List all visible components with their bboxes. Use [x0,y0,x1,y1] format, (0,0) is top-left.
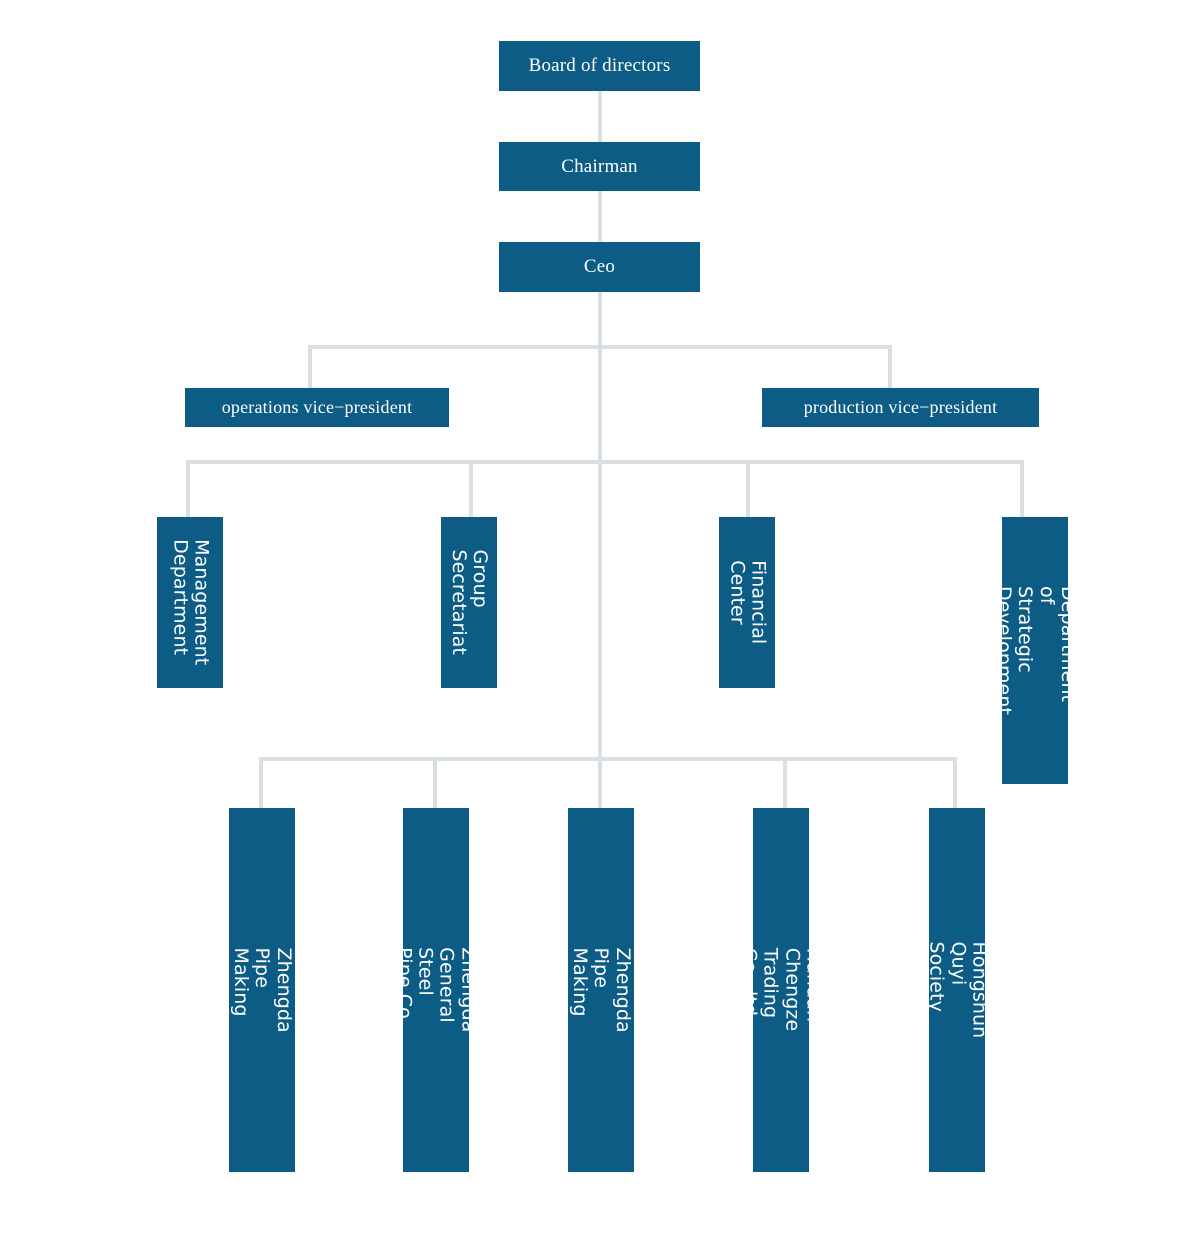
node-hongshun-quyi-society[interactable]: Hongshun Quyi Society [925,808,990,1172]
node-label: Department of Strategic Development [992,586,1079,716]
node-label: Chairman [561,155,638,177]
connector-board-to-chairman [598,91,602,143]
node-label: Handan Chengze Trading Co., ltd. [738,948,825,1032]
node-label-wrap: Handan Chengze Trading Co., ltd. [739,808,825,1172]
connector-drop-shanxi-zhengda [598,757,602,809]
node-label: Management Department [169,539,213,666]
node-management-department[interactable]: Management Department [157,517,223,688]
node-chairman[interactable]: Chairman [499,142,700,191]
node-operations-vice-president[interactable]: operations vice−president [185,388,449,427]
connector-subsidiary-bus [259,757,957,761]
node-label: Financial Center [726,560,770,645]
connector-drop-management-department [186,460,190,518]
node-label-wrap: Management Department [157,517,223,688]
connector-drop-hongshun-quyi [953,757,957,809]
node-label-wrap: Financial Center [719,517,775,688]
node-label: Ceo [583,256,616,278]
node-label: production vice−president [803,397,998,418]
node-label: Board of directors [528,55,671,77]
node-qianan-zhengda-general-steel-pipe[interactable]: Qian'an Zhengda General Steel Pipe Co., … [372,808,501,1172]
node-handan-chengze-trading[interactable]: Handan Chengze Trading Co., ltd. [739,808,825,1172]
node-label: Handan Zhengda Pipe Making Co., Ltd. [209,947,317,1033]
node-board-of-directors[interactable]: Board of directors [499,41,700,91]
node-label-wrap: Group Secretariat [441,517,497,688]
connector-drop-handan-chengze [783,757,787,809]
connector-ceo-trunk-to-dept-bus [598,345,602,464]
node-financial-center[interactable]: Financial Center [719,517,775,688]
connector-department-bus [186,460,1024,464]
node-production-vice-president[interactable]: production vice−president [762,388,1039,427]
node-label: Shanxi Zhengda Pipe Making Co., Ltd. [548,947,656,1033]
connector-drop-qianan-zhengda [433,757,437,809]
node-label-wrap: Qian'an Zhengda General Steel Pipe Co., … [372,808,500,1172]
connector-ceo-trunk [598,291,602,349]
connector-chairman-to-ceo [598,190,602,243]
node-label: operations vice−president [221,397,413,418]
node-label: Hongshun Quyi Society [925,941,990,1039]
connector-drop-handan-zhengda [259,757,263,809]
node-label: Qian'an Zhengda General Steel Pipe Co., … [372,947,501,1033]
node-ceo[interactable]: Ceo [499,242,700,292]
node-group-secretariat[interactable]: Group Secretariat [441,517,497,688]
connector-trunk-to-subsidiary-bus [598,460,602,760]
node-shanxi-zhengda-pipe-making[interactable]: Shanxi Zhengda Pipe Making Co., Ltd. [548,808,655,1172]
node-handan-zhengda-pipe-making[interactable]: Handan Zhengda Pipe Making Co., Ltd. [209,808,316,1172]
connector-drop-production-vp [888,345,892,388]
connector-drop-operations-vp [308,345,312,388]
connector-drop-group-secretariat [469,460,473,518]
node-label-wrap: Shanxi Zhengda Pipe Making Co., Ltd. [548,808,655,1172]
node-label-wrap: Handan Zhengda Pipe Making Co., Ltd. [209,808,316,1172]
node-department-of-strategic-development[interactable]: Department of Strategic Development [993,517,1079,784]
node-label-wrap: Department of Strategic Development [993,517,1079,784]
node-label: Group Secretariat [448,549,492,656]
node-label-wrap: Hongshun Quyi Society [925,808,990,1172]
connector-drop-financial-center [746,460,750,518]
connector-drop-strategic-development [1020,460,1024,518]
